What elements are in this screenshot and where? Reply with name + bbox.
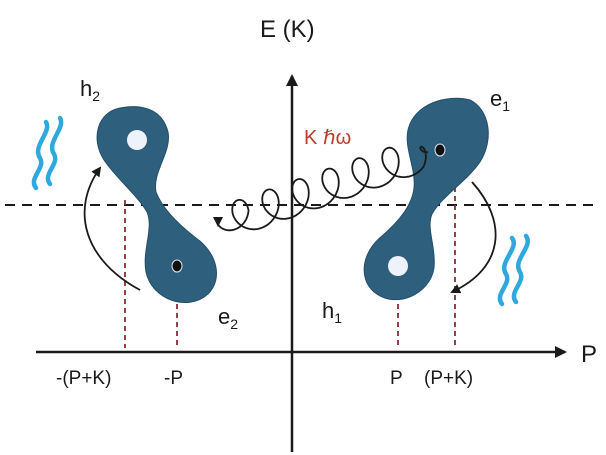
tick-label-neg-p-plus-k: -(P+K) [56,368,111,389]
left-band-shape [96,106,217,303]
label-e2-sub: 2 [230,316,238,332]
photon-wiggle [213,145,429,232]
label-e2-base: e [218,304,230,329]
vibration-waves-left [31,115,64,191]
y-axis-label: E (K) [260,16,315,43]
electron-e1 [434,143,446,157]
label-h1-sub: 1 [334,310,342,326]
electron-e2 [171,259,183,273]
tick-label-p: P [390,368,403,389]
label-e1-base: e [490,86,502,111]
tick-label-neg-p: -P [164,368,183,389]
label-e1: e1 [490,86,510,114]
hole-h2 [127,130,147,150]
transition-arrow-left [83,166,141,291]
label-h2-base: h [80,76,92,101]
right-band-shape [363,97,489,301]
photon-energy-label: K ℏω [304,127,351,149]
label-e2: e2 [218,304,238,332]
label-h2: h2 [80,76,100,104]
x-axis-label: P [581,341,597,368]
vibration-waves-right [497,233,530,307]
transition-arrow-right [450,181,497,294]
tick-label-p-plus-k: (P+K) [424,368,473,389]
label-e1-sub: 1 [502,98,510,114]
label-h1-base: h [322,298,334,323]
hole-h1 [388,256,408,276]
label-h2-sub: 2 [92,88,100,104]
label-h1: h1 [322,298,342,326]
